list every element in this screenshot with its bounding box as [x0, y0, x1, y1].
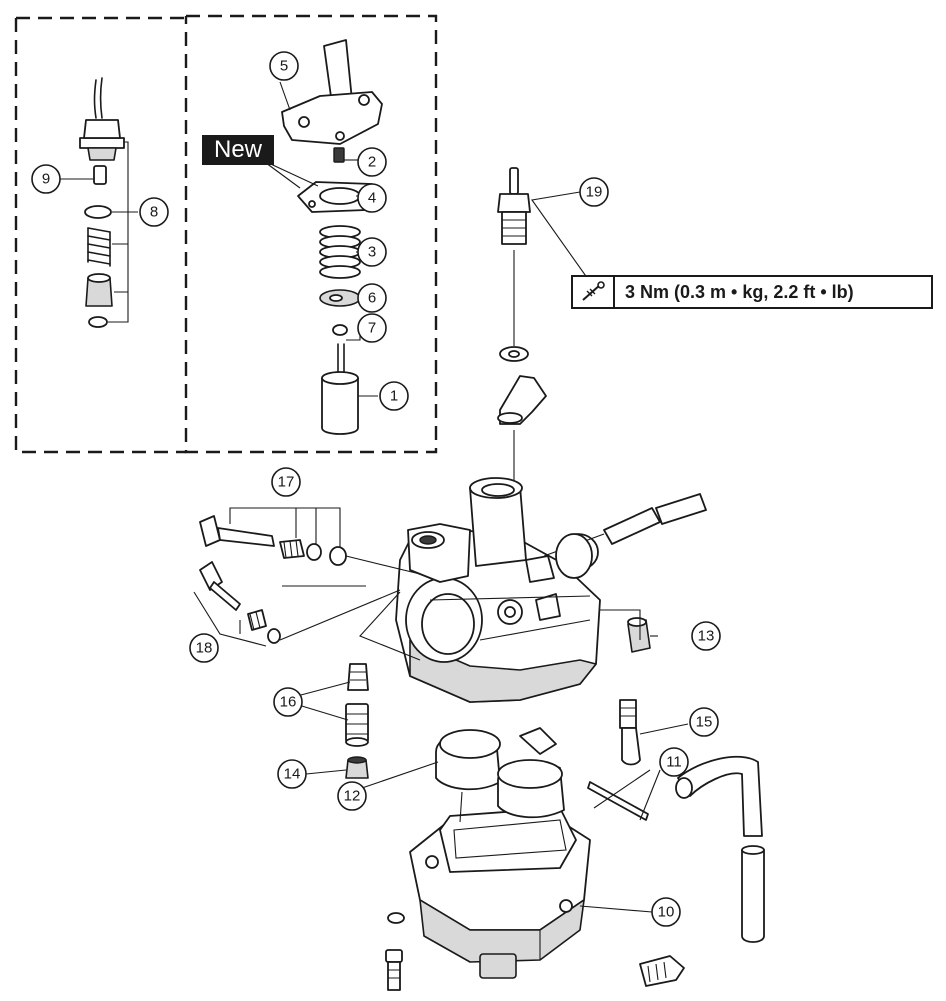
svg-text:17: 17	[278, 474, 295, 491]
float-bowl-screws	[385, 912, 405, 991]
callout-19: 19	[579, 177, 609, 207]
svg-text:5: 5	[280, 58, 288, 75]
float-pin	[587, 781, 649, 821]
svg-text:9: 9	[42, 171, 50, 188]
svg-text:6: 6	[368, 290, 376, 307]
fuel-fitting	[497, 167, 547, 500]
svg-text:7: 7	[368, 320, 376, 337]
svg-text:4: 4	[368, 190, 376, 207]
starter-plunger-assembly	[60, 77, 138, 328]
svg-text:12: 12	[344, 788, 361, 805]
callout-17: 17	[271, 467, 301, 497]
svg-text:3: 3	[368, 244, 376, 261]
callout-10: 10	[651, 897, 681, 927]
svg-text:18: 18	[196, 640, 213, 657]
callout-5: 5	[269, 51, 299, 81]
detail-box-right	[184, 14, 438, 454]
callout-12: 12	[337, 781, 367, 811]
carburetor-body	[395, 477, 707, 703]
svg-text:15: 15	[696, 714, 713, 731]
callout-7: 7	[357, 313, 387, 343]
callout-8: 8	[139, 197, 169, 227]
callout-13: 13	[691, 621, 721, 651]
callout-18: 18	[189, 633, 219, 663]
svg-text:13: 13	[698, 628, 715, 645]
throttle-stop-screw-assembly	[193, 561, 401, 647]
callout-15: 15	[689, 707, 719, 737]
o-ring	[555, 533, 593, 579]
callout-6: 6	[357, 283, 387, 313]
svg-text:2: 2	[368, 154, 376, 171]
torque-spec-box: 3 Nm (0.3 m • kg, 2.2 ft • lb)	[571, 275, 933, 309]
svg-text:11: 11	[666, 754, 682, 771]
svg-text:8: 8	[150, 204, 158, 221]
pilot-screw-assembly	[199, 507, 421, 575]
starter-jet	[619, 699, 641, 766]
svg-text:10: 10	[658, 904, 675, 921]
torque-wrench-icon	[573, 277, 615, 307]
throttle-valve-assembly	[261, 39, 383, 435]
torque-value: 3 Nm (0.3 m • kg, 2.2 ft • lb)	[625, 281, 854, 302]
detail-box-left	[14, 16, 186, 454]
pilot-air-jet	[627, 617, 651, 653]
svg-text:16: 16	[280, 694, 297, 711]
callout-11: 11	[659, 747, 689, 777]
new-part-badge: New	[202, 135, 274, 165]
callout-16: 16	[273, 687, 303, 717]
callout-9: 9	[31, 164, 61, 194]
svg-text:19: 19	[586, 184, 603, 201]
callout-1: 1	[379, 381, 409, 411]
callout-14: 14	[277, 759, 307, 789]
callout-2: 2	[357, 147, 387, 177]
drain-hose	[675, 755, 765, 943]
callout-3: 3	[357, 237, 387, 267]
floats	[435, 727, 565, 823]
float-chamber	[409, 807, 685, 987]
jets	[345, 663, 369, 779]
svg-text:1: 1	[390, 388, 398, 405]
leader-lines	[281, 191, 689, 913]
svg-text:14: 14	[284, 766, 301, 783]
callout-4: 4	[357, 183, 387, 213]
